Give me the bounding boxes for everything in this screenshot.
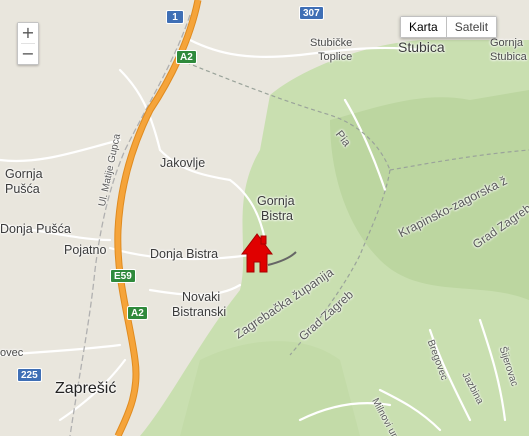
road-shield-1: 1 <box>166 10 184 24</box>
place-gornja-stubica-line2: Stubica <box>490 51 527 63</box>
place-gornja-bistra-line1: Gornja <box>257 194 295 208</box>
road-shield-e59: E59 <box>110 269 136 283</box>
place-novaki-line1: Novaki <box>182 290 221 304</box>
place-zapresic: Zaprešić <box>55 380 117 397</box>
place-stubicke-toplice-line1: Stubičke <box>310 37 353 49</box>
place-gornja-bistra-line2: Bistra <box>261 209 293 223</box>
road-shield-a2-bottom: A2 <box>127 306 148 320</box>
place-donja-pusca: Donja Pušća <box>0 222 71 236</box>
road-shield-225: 225 <box>17 368 42 382</box>
red-house-marker-icon[interactable] <box>240 232 274 281</box>
place-gornja-pusca-line1: Gornja <box>5 167 43 181</box>
place-gornja-pusca-line2: Pušća <box>5 182 40 196</box>
map-type-control: Karta Satelit <box>400 16 498 38</box>
zoom-control: + − <box>17 22 39 65</box>
place-donja-bistra: Donja Bistra <box>150 247 219 261</box>
road-shield-307: 307 <box>299 6 324 20</box>
map-type-satelit-button[interactable]: Satelit <box>446 16 498 38</box>
place-jakovlje: Jakovlje <box>160 156 206 170</box>
zoom-out-button[interactable]: − <box>18 44 38 64</box>
place-gornja-stubica-line1: Gornja <box>490 37 524 49</box>
road-shield-a2-top: A2 <box>176 50 197 64</box>
place-pojatno: Pojatno <box>64 243 107 257</box>
place-ovec: ovec <box>0 347 24 359</box>
map-type-karta-button[interactable]: Karta <box>400 16 447 38</box>
place-stubicke-toplice-line2: Toplice <box>318 51 353 63</box>
place-novaki-line2: Bistranski <box>172 305 227 319</box>
place-stubica: Stubica <box>398 39 445 55</box>
forest-area-dense <box>330 90 529 300</box>
zoom-in-button[interactable]: + <box>18 23 38 43</box>
zoom-divider <box>21 43 35 44</box>
